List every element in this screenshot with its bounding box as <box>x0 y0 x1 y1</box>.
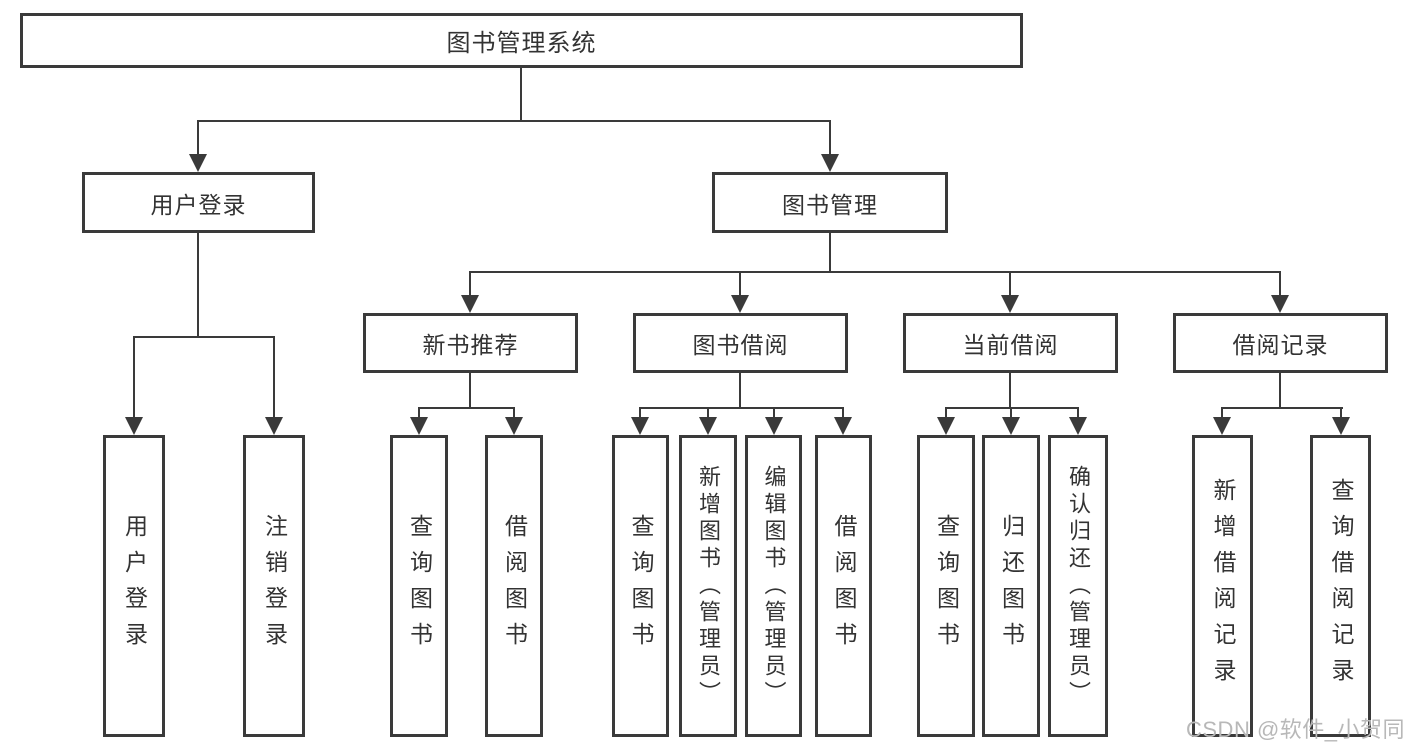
arrow-down-icon <box>125 417 143 435</box>
leaf-label: 借阅图书 <box>501 514 528 658</box>
connector-line <box>469 271 1281 273</box>
leaf-label: 用户登录 <box>121 514 148 658</box>
leaf-label: 查询借阅记录 <box>1328 478 1354 694</box>
leaf-user-login: 用户登录 <box>103 435 165 737</box>
leaf-logout: 注销登录 <box>243 435 305 737</box>
node-library-management-system: 图书管理系统 <box>20 13 1023 68</box>
arrow-down-icon <box>821 154 839 172</box>
leaf-label: 归还图书 <box>998 514 1025 658</box>
connector-line <box>1077 407 1079 419</box>
node-label: 图书管理 <box>782 191 878 218</box>
connector-line <box>273 336 275 419</box>
node-current-borrowing: 当前借阅 <box>903 313 1118 373</box>
arrow-down-icon <box>834 417 852 435</box>
node-label: 新书推荐 <box>422 332 519 358</box>
connector-line <box>418 407 420 419</box>
connector-line <box>739 271 741 297</box>
connector-line <box>1221 407 1223 419</box>
leaf-query-books-current: 查询图书 <box>917 435 975 737</box>
leaf-query-books-borrowing: 查询图书 <box>612 435 669 737</box>
connector-line <box>945 407 1079 409</box>
arrow-down-icon <box>461 295 479 313</box>
leaf-label: 新增借阅记录 <box>1210 478 1236 694</box>
connector-line <box>1009 271 1011 297</box>
node-borrowing-records: 借阅记录 <box>1173 313 1388 373</box>
connector-line <box>829 120 831 156</box>
leaf-label: 编辑图书（管理员） <box>761 464 787 708</box>
leaf-label: 确认归还（管理员） <box>1066 464 1091 708</box>
arrow-down-icon <box>1002 417 1020 435</box>
leaf-query-borrow-record: 查询借阅记录 <box>1310 435 1371 737</box>
connector-line <box>639 407 844 409</box>
connector-line <box>1221 407 1343 409</box>
connector-line <box>842 407 844 419</box>
arrow-down-icon <box>631 417 649 435</box>
connector-line <box>945 407 947 419</box>
connector-line <box>1279 271 1281 297</box>
leaf-confirm-return-admin: 确认归还（管理员） <box>1048 435 1108 737</box>
connector-line <box>707 407 709 419</box>
arrow-down-icon <box>699 417 717 435</box>
connector-line <box>469 271 471 297</box>
node-label: 图书管理系统 <box>446 30 597 57</box>
arrow-down-icon <box>189 154 207 172</box>
connector-line <box>418 407 515 409</box>
leaf-label: 新增图书（管理员） <box>696 464 721 708</box>
node-user-login: 用户登录 <box>82 172 315 233</box>
node-book-management: 图书管理 <box>712 172 948 233</box>
arrow-down-icon <box>937 417 955 435</box>
node-label: 当前借阅 <box>962 332 1059 358</box>
connector-line <box>197 233 199 338</box>
arrow-down-icon <box>765 417 783 435</box>
node-new-book-recommend: 新书推荐 <box>363 313 578 373</box>
connector-line <box>520 68 522 122</box>
leaf-query-books-recommend: 查询图书 <box>390 435 448 737</box>
arrow-down-icon <box>410 417 428 435</box>
node-label: 图书借阅 <box>692 332 789 358</box>
leaf-edit-books-admin: 编辑图书（管理员） <box>745 435 802 737</box>
connector-line <box>197 120 831 122</box>
leaf-borrow-books: 借阅图书 <box>815 435 872 737</box>
arrow-down-icon <box>1271 295 1289 313</box>
leaf-return-books: 归还图书 <box>982 435 1040 737</box>
connector-line <box>773 407 775 419</box>
leaf-borrow-books-recommend: 借阅图书 <box>485 435 543 737</box>
leaf-label: 注销登录 <box>261 514 288 658</box>
connector-line <box>1010 407 1012 419</box>
arrow-down-icon <box>1069 417 1087 435</box>
node-book-borrowing: 图书借阅 <box>633 313 848 373</box>
leaf-label: 查询图书 <box>628 514 654 658</box>
connector-line <box>829 233 831 273</box>
connector-line <box>133 336 275 338</box>
arrow-down-icon <box>505 417 523 435</box>
node-label: 借阅记录 <box>1232 332 1329 358</box>
arrow-down-icon <box>1332 417 1350 435</box>
leaf-label: 查询图书 <box>406 514 433 658</box>
connector-line <box>1009 373 1011 409</box>
arrow-down-icon <box>731 295 749 313</box>
connector-line <box>1340 407 1342 419</box>
connector-line <box>513 407 515 419</box>
watermark: CSDN @软件_小贺同学 <box>1186 717 1405 742</box>
leaf-add-borrow-record: 新增借阅记录 <box>1192 435 1253 737</box>
arrow-down-icon <box>1213 417 1231 435</box>
connector-line <box>197 120 199 156</box>
connector-line <box>1279 373 1281 409</box>
node-label: 用户登录 <box>150 191 247 218</box>
connector-line <box>639 407 641 419</box>
leaf-label: 借阅图书 <box>831 514 857 658</box>
connector-line <box>469 373 471 409</box>
leaf-add-books-admin: 新增图书（管理员） <box>679 435 737 737</box>
leaf-label: 查询图书 <box>933 514 960 658</box>
connector-line <box>739 373 741 409</box>
arrow-down-icon <box>1001 295 1019 313</box>
connector-line <box>133 336 135 419</box>
arrow-down-icon <box>265 417 283 435</box>
